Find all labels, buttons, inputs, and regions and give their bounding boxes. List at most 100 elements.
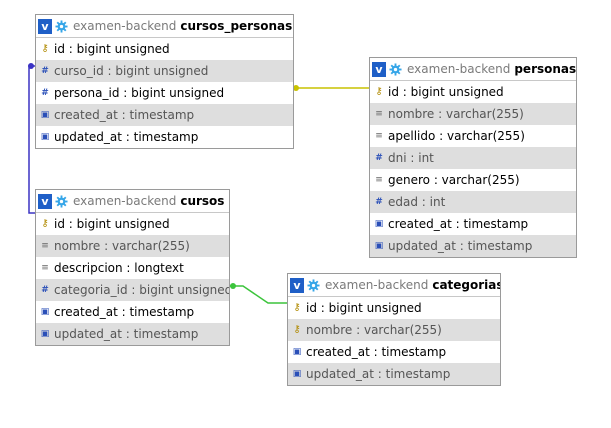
field-label: id : bigint unsigned bbox=[54, 217, 170, 231]
field-label: categoria_id : bigint unsigned bbox=[54, 283, 229, 297]
field-row[interactable]: ▣ created_at : timestamp bbox=[370, 213, 576, 235]
field-row[interactable]: ⚷ id : bigint unsigned bbox=[288, 297, 500, 319]
field-row[interactable]: #persona_id : bigint unsigned bbox=[36, 82, 293, 104]
field-label: nombre : varchar(255) bbox=[306, 323, 442, 337]
table-header[interactable]: v examen-backend cursos_personas bbox=[36, 15, 293, 38]
field-row[interactable]: #edad : int bbox=[370, 191, 576, 213]
table-toggle-icon[interactable]: v bbox=[290, 277, 304, 293]
string-icon: ≡ bbox=[375, 175, 383, 185]
field-label: created_at : timestamp bbox=[54, 305, 195, 319]
field-row[interactable]: ▣ created_at : timestamp bbox=[288, 341, 500, 363]
field-label: nombre : varchar(255) bbox=[54, 239, 190, 253]
key-icon: ⚷ bbox=[293, 302, 301, 313]
hash-icon: # bbox=[375, 197, 383, 207]
field-label: apellido : varchar(255) bbox=[388, 129, 525, 143]
field-list: ⚷ id : bigint unsigned ⚷ nombre : varchar(2… bbox=[288, 297, 500, 385]
table-name: cursos bbox=[180, 194, 225, 208]
field-row[interactable]: # curso_id : bigint unsigned bbox=[36, 60, 293, 82]
field-row[interactable]: ⚷ id : bigint unsigned bbox=[370, 81, 576, 103]
field-label: updated_at : timestamp bbox=[54, 130, 199, 144]
field-label: updated_at : timestamp bbox=[388, 239, 533, 253]
table-header[interactable]: v examen-backend categorias bbox=[288, 274, 500, 297]
key-icon: ⚷ bbox=[41, 218, 49, 229]
table-header[interactable]: v examen-backend personas bbox=[370, 58, 576, 81]
field-list: ⚷ id : bigint unsigned # curso_id : bigint … bbox=[36, 38, 293, 148]
string-icon: ≡ bbox=[41, 241, 49, 251]
table-header[interactable]: v examen-backend cursos bbox=[36, 190, 229, 213]
calendar-icon: ▣ bbox=[40, 110, 50, 120]
field-label: created_at : timestamp bbox=[54, 108, 195, 122]
calendar-icon: ▣ bbox=[374, 219, 384, 229]
field-list: ⚷ id : bigint unsigned ≡ nombre : varchar(2… bbox=[370, 81, 576, 257]
field-row[interactable]: ⚷ id : bigint unsigned bbox=[36, 213, 229, 235]
field-label: nombre : varchar(255) bbox=[388, 107, 524, 121]
calendar-icon: ▣ bbox=[40, 329, 50, 339]
hash-icon: # bbox=[375, 153, 383, 163]
field-label: created_at : timestamp bbox=[388, 217, 529, 231]
field-row[interactable]: ▣ created_at : timestamp bbox=[36, 104, 293, 126]
field-label: id : bigint unsigned bbox=[306, 301, 422, 315]
relation-endpoint bbox=[293, 85, 299, 91]
relation-endpoint bbox=[230, 283, 236, 289]
string-icon: ≡ bbox=[375, 131, 383, 141]
field-row[interactable]: # categoria_id : bigint unsigned bbox=[36, 279, 229, 301]
key-icon: ⚷ bbox=[293, 324, 301, 335]
string-icon: ≡ bbox=[41, 263, 49, 273]
field-label: curso_id : bigint unsigned bbox=[54, 64, 209, 78]
field-label: descripcion : longtext bbox=[54, 261, 184, 275]
key-icon: ⚷ bbox=[375, 86, 383, 97]
gear-icon[interactable] bbox=[54, 194, 69, 209]
table-categorias[interactable]: v examen-backend categorias ⚷ id : bigint… bbox=[287, 273, 501, 386]
table-name: cursos_personas bbox=[180, 19, 293, 33]
field-row[interactable]: ▣ updated_at : timestamp bbox=[370, 235, 576, 257]
field-row[interactable]: ⚷ id : bigint unsigned bbox=[36, 38, 293, 60]
field-row[interactable]: ≡ nombre : varchar(255) bbox=[36, 235, 229, 257]
field-row[interactable]: ▣ updated_at : timestamp bbox=[36, 323, 229, 345]
field-row[interactable]: ≡ nombre : varchar(255) bbox=[370, 103, 576, 125]
field-row[interactable]: ≡ descripcion : longtext bbox=[36, 257, 229, 279]
field-row[interactable]: ⚷ nombre : varchar(255) bbox=[288, 319, 500, 341]
field-row[interactable]: ▣ updated_at : timestamp bbox=[288, 363, 500, 385]
table-cursos-personas[interactable]: v examen-backend cursos_personas ⚷ id : b… bbox=[35, 14, 294, 149]
calendar-icon: ▣ bbox=[374, 241, 384, 251]
calendar-icon: ▣ bbox=[40, 307, 50, 317]
database-name: examen-backend bbox=[73, 19, 177, 33]
field-row[interactable]: ≡ genero : varchar(255) bbox=[370, 169, 576, 191]
hash-icon: # bbox=[41, 285, 49, 295]
calendar-icon: ▣ bbox=[292, 369, 302, 379]
field-label: persona_id : bigint unsigned bbox=[54, 86, 225, 100]
table-personas[interactable]: v examen-backend personas ⚷ id : bigint u… bbox=[369, 57, 577, 258]
field-label: updated_at : timestamp bbox=[306, 367, 451, 381]
database-name: examen-backend bbox=[407, 62, 511, 76]
string-icon: ≡ bbox=[375, 109, 383, 119]
calendar-icon: ▣ bbox=[292, 347, 302, 357]
field-label: updated_at : timestamp bbox=[54, 327, 199, 341]
field-row[interactable]: ▣ updated_at : timestamp bbox=[36, 126, 293, 148]
table-toggle-icon[interactable]: v bbox=[38, 193, 52, 209]
gear-icon[interactable] bbox=[388, 62, 403, 77]
field-row[interactable]: ≡ apellido : varchar(255) bbox=[370, 125, 576, 147]
gear-icon[interactable] bbox=[54, 19, 69, 34]
database-name: examen-backend bbox=[73, 194, 177, 208]
gear-icon[interactable] bbox=[306, 278, 321, 293]
database-name: examen-backend bbox=[325, 278, 429, 292]
field-label: id : bigint unsigned bbox=[388, 85, 504, 99]
field-label: genero : varchar(255) bbox=[388, 173, 520, 187]
table-cursos[interactable]: v examen-backend cursos ⚷ id : bigint uns… bbox=[35, 189, 230, 346]
table-name: personas bbox=[514, 62, 576, 76]
relation-endpoint bbox=[28, 63, 34, 69]
key-icon: ⚷ bbox=[41, 43, 49, 54]
field-row[interactable]: ▣ created_at : timestamp bbox=[36, 301, 229, 323]
table-name: categorias bbox=[432, 278, 500, 292]
field-list: ⚷ id : bigint unsigned ≡ nombre : varchar(2… bbox=[36, 213, 229, 345]
field-label: created_at : timestamp bbox=[306, 345, 447, 359]
calendar-icon: ▣ bbox=[40, 132, 50, 142]
relation-categorias-to-cursos bbox=[230, 285, 288, 304]
field-label: dni : int bbox=[388, 151, 434, 165]
field-label: id : bigint unsigned bbox=[54, 42, 170, 56]
field-row[interactable]: # dni : int bbox=[370, 147, 576, 169]
hash-icon: # bbox=[41, 66, 49, 76]
table-toggle-icon[interactable]: v bbox=[38, 18, 52, 34]
table-toggle-icon[interactable]: v bbox=[372, 61, 386, 77]
